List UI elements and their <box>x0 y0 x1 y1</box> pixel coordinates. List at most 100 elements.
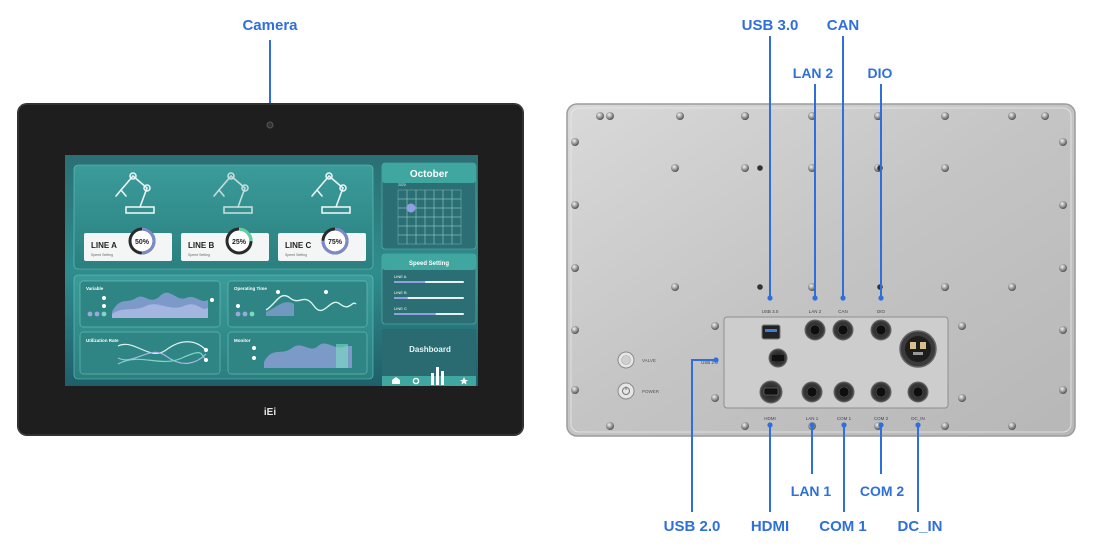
settings-icon[interactable] <box>412 377 420 385</box>
callout-usb20: USB 2.0 <box>664 518 721 535</box>
screw-icon <box>1059 326 1067 334</box>
speed-item-c[interactable]: LINE C <box>394 306 464 315</box>
line-card-c-progress <box>321 227 349 255</box>
front-view: Camera <box>17 17 524 436</box>
calendar-widget[interactable]: October 2020 <box>381 162 477 250</box>
robot-arm-icon-b <box>213 172 253 214</box>
screw-icon <box>941 283 949 291</box>
line-card-b[interactable]: LINE B Speed Setting 25% <box>181 227 269 261</box>
dashboard-widget[interactable]: Dashboard <box>382 329 476 386</box>
port-label-dcin: DC_IN <box>911 416 925 421</box>
calendar-grid[interactable] <box>397 189 462 245</box>
screw-icon <box>741 112 749 120</box>
screw-icon <box>1059 201 1067 209</box>
star-icon[interactable] <box>460 377 468 385</box>
line-card-a-progress <box>128 227 156 255</box>
port-label-usb30: USB 3.0 <box>762 309 779 314</box>
line-card-b-percent: 25% <box>232 239 247 246</box>
screw-icon <box>571 326 579 334</box>
screw-icon <box>671 164 679 172</box>
valve-button[interactable] <box>617 351 635 369</box>
screw-icon <box>671 283 679 291</box>
operating-time-panel: Operating Time <box>227 280 368 328</box>
callout-leader-lines <box>691 36 919 512</box>
utilization-title: Utilization Rate <box>86 338 119 343</box>
callout-hdmi: HDMI <box>751 518 789 535</box>
dc-in-aux-connector[interactable] <box>907 381 929 403</box>
top-port-labels: USB 3.0 LAN 2 CAN DIO <box>762 309 886 314</box>
port-label-lan1: LAN 1 <box>806 416 819 421</box>
port-label-com2: COM 2 <box>874 416 889 421</box>
screw-icon <box>1008 422 1016 430</box>
variable-panel-title: Variable <box>86 286 104 291</box>
port-label-can: CAN <box>838 309 848 314</box>
screw-icon <box>1059 264 1067 272</box>
operating-time-title: Operating Time <box>234 286 267 291</box>
callout-usb30: USB 3.0 <box>742 17 799 34</box>
lan2-connector[interactable] <box>804 319 826 341</box>
screw-icon <box>958 394 966 402</box>
screw-icon <box>571 264 579 272</box>
dio-connector[interactable] <box>870 319 892 341</box>
line-card-a-percent: 50% <box>135 239 150 246</box>
hdmi-port[interactable] <box>759 380 783 404</box>
bottom-port-labels: HDMI LAN 1 COM 1 COM 2 DC_IN <box>764 416 925 421</box>
bar-chart-icon[interactable] <box>431 367 444 385</box>
monitor-bezel-edge <box>17 103 524 436</box>
round-connector-group[interactable] <box>801 319 929 403</box>
speed-setting-title: Speed Setting <box>409 261 449 267</box>
com1-connector[interactable] <box>833 381 855 403</box>
dc-in-connector[interactable] <box>899 330 937 368</box>
line-card-a-label: LINE A <box>91 241 117 250</box>
monitor-panel: Monitor <box>227 331 368 375</box>
line-card-c-label: LINE C <box>285 241 311 250</box>
rear-metal-panel-inner <box>570 107 1072 433</box>
lan1-connector[interactable] <box>801 381 823 403</box>
com2-connector[interactable] <box>870 381 892 403</box>
port-label-lan2: LAN 2 <box>809 309 822 314</box>
screw-icon <box>606 422 614 430</box>
screw-icon <box>741 164 749 172</box>
usb30-port[interactable] <box>761 324 781 340</box>
speed-item-a-fill <box>394 281 426 283</box>
monitor-title: Monitor <box>234 338 251 343</box>
brand-logo: iEi <box>264 407 276 418</box>
speed-item-c-label: LINE C <box>394 306 407 311</box>
speed-item-a[interactable]: LINE A <box>394 274 464 283</box>
rear-view: USB 3.0 LAN 2 CAN DIO HDMI LAN 1 COM 1 C… <box>566 17 1076 535</box>
robot-arm-icon-c <box>311 172 351 214</box>
usb20-port[interactable] <box>768 348 788 368</box>
callout-lan1: LAN 1 <box>791 483 832 499</box>
line-card-a[interactable]: LINE A Speed Setting 50% <box>84 227 172 261</box>
callout-dio: DIO <box>868 65 893 81</box>
callout-com1: COM 1 <box>819 518 867 535</box>
speed-setting-widget[interactable]: Speed Setting LINE A LINE B LINE C <box>381 253 477 325</box>
callout-com2: COM 2 <box>860 483 905 499</box>
port-label-usb20: USB 2.0 <box>701 360 718 365</box>
power-label: POWER <box>642 389 660 394</box>
speed-item-b-fill <box>394 297 408 299</box>
valve-label: VALVE <box>642 358 656 363</box>
port-label-hdmi: HDMI <box>764 416 776 421</box>
screw-icon <box>571 138 579 146</box>
home-icon[interactable] <box>392 377 400 384</box>
speed-item-b[interactable]: LINE B <box>394 290 464 299</box>
calendar-day-cell[interactable] <box>451 234 462 245</box>
screw-icon <box>1041 112 1049 120</box>
screw-icon <box>1059 386 1067 394</box>
can-connector[interactable] <box>832 319 854 341</box>
line-card-a-sub: Speed Setting <box>91 253 113 257</box>
callout-dcin: DC_IN <box>897 518 942 535</box>
line-card-b-sub: Speed Setting <box>188 253 210 257</box>
screw-icon <box>1008 283 1016 291</box>
power-button[interactable] <box>617 382 635 400</box>
port-label-dio: DIO <box>877 309 886 314</box>
screw-icon <box>1008 112 1016 120</box>
camera-icon <box>266 121 274 129</box>
utilization-panel: Utilization Rate <box>79 331 221 375</box>
screw-icon <box>958 322 966 330</box>
screw-icon <box>741 422 749 430</box>
screw-icon <box>1059 138 1067 146</box>
speed-item-a-label: LINE A <box>394 274 407 279</box>
line-card-c[interactable]: LINE C Speed Setting 75% <box>278 227 366 261</box>
